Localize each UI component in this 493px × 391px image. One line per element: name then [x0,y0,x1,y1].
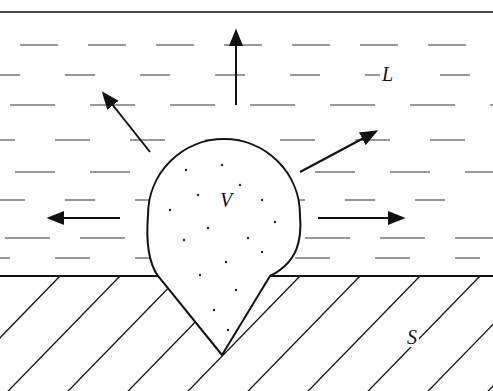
vapor-dots [169,164,276,331]
growth-arrows [50,32,402,218]
vapor-bubble [147,139,300,355]
liquid-label: L [380,64,395,84]
liquid-top [0,11,493,13]
solid-label: S [405,327,419,347]
vapor-label: V [218,190,234,210]
